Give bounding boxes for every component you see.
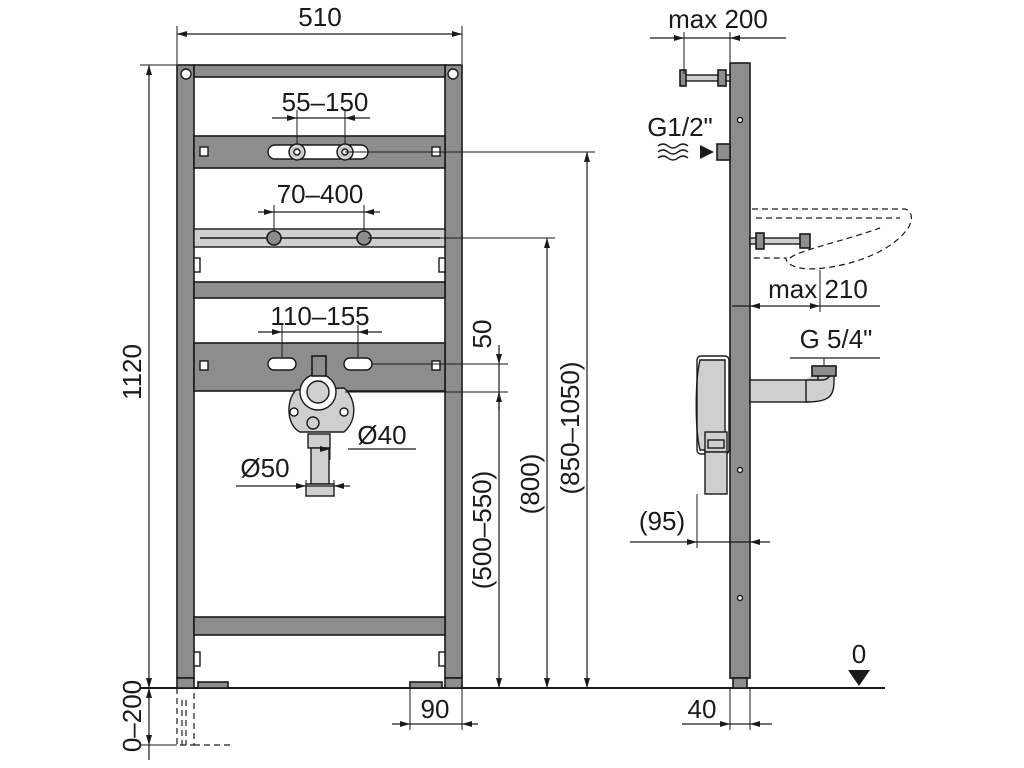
- waste-slot-right: [343, 357, 373, 371]
- diameter-50-label: Ø50: [240, 453, 289, 483]
- dim-max-200: max 200: [650, 4, 786, 74]
- dim-850-1050-label: (850–1050): [555, 362, 585, 495]
- height-label: 1120: [117, 344, 147, 400]
- dim-offset-50: 50: [345, 320, 508, 410]
- trap-outlet: [307, 433, 331, 449]
- plate-square: [199, 146, 209, 157]
- middle-rail: [193, 281, 446, 299]
- dim-800: (800): [368, 237, 555, 688]
- side-hole: [736, 466, 744, 474]
- dim-40-label: 40: [688, 694, 717, 724]
- dim-95: (95): [630, 494, 770, 548]
- dim-adjust: 0–200: [117, 680, 177, 760]
- adjust-label: 0–200: [117, 680, 147, 752]
- dim-800-label: (800): [515, 454, 545, 515]
- left-foot: [176, 677, 195, 689]
- left-post: [176, 64, 195, 679]
- post-lug: [193, 257, 201, 273]
- right-post: [444, 64, 463, 679]
- right-foot: [444, 677, 463, 689]
- bottom-rail: [193, 616, 446, 636]
- dim-500-550-label: (500–550): [467, 471, 497, 590]
- plate-square: [199, 360, 209, 371]
- side-hole: [736, 116, 744, 124]
- waste-pipe: [310, 447, 330, 485]
- zero-label: 0: [852, 639, 866, 669]
- top-rod-nut: [717, 69, 727, 87]
- offset-50-label: 50: [467, 320, 497, 349]
- width-label: 510: [298, 2, 341, 32]
- plate-square: [431, 360, 441, 371]
- max-210-label: max 210: [768, 274, 868, 304]
- dim-g54: G 5/4": [790, 324, 880, 366]
- waste-trap: [288, 355, 355, 497]
- dim-95-label: (95): [639, 506, 685, 536]
- g12-label: G1/2": [647, 112, 713, 142]
- g54-label: G 5/4": [800, 324, 873, 354]
- foot-lug: [193, 651, 201, 667]
- post-lug: [438, 257, 446, 273]
- side-post: [729, 62, 751, 679]
- dim-max-210: max 210: [732, 270, 880, 312]
- mount-hole-left: [180, 68, 192, 80]
- diameter-40-label: Ø40: [357, 420, 406, 450]
- basin-bolt-end: [799, 233, 811, 249]
- water-arrow: [700, 145, 714, 159]
- waste-outlet-ridge: [707, 439, 725, 449]
- top-rail: [193, 64, 446, 78]
- rail-connector-left: [266, 230, 282, 246]
- side-frame: [657, 62, 912, 689]
- dim-diameter-40: Ø40: [320, 420, 416, 460]
- dim-diameter-50: Ø50: [236, 453, 350, 492]
- trap-inlet: [311, 355, 327, 377]
- water-flow-icon: [657, 143, 689, 161]
- water-connector: [716, 143, 731, 161]
- left-foot-pad: [197, 681, 229, 689]
- right-foot-pad: [409, 681, 443, 689]
- basin-inner: [756, 217, 900, 259]
- trap-knob: [306, 416, 320, 430]
- front-frame: [176, 64, 463, 746]
- zero-arrow-icon: [848, 670, 870, 686]
- dim-850-1050: (850–1050): [345, 151, 595, 688]
- dim-foot-90: 90: [392, 688, 478, 730]
- side-foot: [732, 677, 748, 689]
- dim-connector-spacing: 70–400: [258, 179, 380, 231]
- dim-slot-spacing: 110–155: [258, 301, 382, 357]
- trap-bolt: [339, 407, 349, 417]
- tap-spacing-label: 55–150: [282, 87, 369, 117]
- horizontal-waste-pipe: [749, 379, 809, 403]
- slot-spacing-label: 110–155: [270, 301, 369, 331]
- dim-height: 1120: [117, 64, 177, 688]
- extended-leg: [176, 688, 195, 746]
- mount-hole-right: [447, 68, 459, 80]
- foot-lug: [438, 651, 446, 667]
- side-hole: [736, 594, 744, 602]
- foot-90-label: 90: [421, 694, 450, 724]
- trap-ring-inner: [306, 380, 330, 404]
- waste-elbow-cap: [811, 365, 837, 377]
- basin-outline: [752, 208, 912, 270]
- trap-bolt: [289, 407, 299, 417]
- dim-tap-spacing: 55–150: [272, 87, 370, 144]
- top-rod-end: [679, 69, 687, 87]
- waste-outlet-lower: [704, 451, 728, 495]
- dim-500-550: (500–550): [467, 392, 502, 688]
- basin-bolt-nut: [755, 232, 765, 250]
- dim-width: 510: [176, 2, 463, 64]
- dim-40: 40: [682, 688, 772, 730]
- waste-slot-left: [267, 357, 297, 371]
- zero-level-marker: 0: [848, 639, 870, 686]
- connector-spacing-label: 70–400: [277, 179, 364, 209]
- tap-connector-left-core: [293, 148, 301, 156]
- max-200-label: max 200: [668, 4, 768, 34]
